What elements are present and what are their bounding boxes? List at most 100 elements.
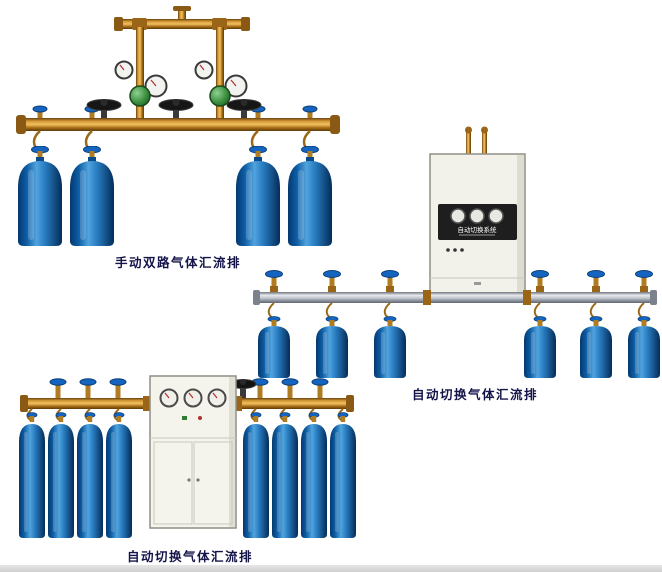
indicator-dot	[446, 248, 450, 252]
indicator-dot	[460, 248, 464, 252]
blue-valve-wheel-icon	[381, 270, 399, 278]
regulator-station-left	[114, 60, 168, 107]
valve-nut	[386, 286, 394, 292]
caption-auto-switch-side: 自动切换气体汇流排	[411, 387, 538, 402]
auto-switch-side-illustration: 自动切换系统	[253, 126, 660, 378]
manifold-stations	[49, 378, 329, 399]
blue-valve-wheel-icon	[587, 270, 605, 278]
station-valve	[531, 270, 549, 292]
blue-valve-wheel-icon	[281, 378, 299, 386]
caption-manual-dual: 手动双路气体汇流排	[114, 255, 241, 270]
handwheel-hub	[240, 99, 248, 106]
manifold-end-cap-right	[650, 290, 657, 305]
indicator-dot	[453, 248, 457, 252]
main-manifold-pipe	[20, 118, 336, 131]
valve-stem	[173, 106, 179, 119]
manifold-end-cap-right	[330, 115, 340, 134]
valve-stem	[257, 384, 263, 399]
pressure-gauge-icon	[469, 208, 485, 224]
red-indicator	[198, 416, 202, 420]
blue-valve-wheel-icon	[109, 378, 127, 386]
blue-valve-wheel-icon	[323, 270, 341, 278]
header-end-cap-right	[241, 17, 250, 31]
blue-valve-wheel-icon	[302, 105, 318, 113]
gas-cylinder	[627, 316, 660, 378]
product-auto-switch-side: 自动切换系统	[252, 126, 660, 403]
handwheel-hub	[100, 99, 108, 106]
valve-nut	[328, 286, 336, 292]
brass-coupler	[423, 290, 431, 305]
valve-stem	[240, 386, 246, 399]
regulator-station-right	[194, 60, 248, 107]
small-valve-icon	[481, 126, 488, 134]
cabinet-top-pipe	[482, 130, 487, 156]
valve-stem	[317, 384, 323, 399]
blue-valve-wheel-icon	[311, 378, 329, 386]
manifold-stations	[265, 270, 653, 292]
gas-cylinder	[579, 316, 613, 378]
gas-cylinder	[523, 316, 557, 378]
blue-valve-wheel-icon	[531, 270, 549, 278]
green-indicator	[182, 416, 187, 420]
product-auto-switch-cabinet: 自动切换气体汇流排	[8, 372, 358, 565]
manifold-end-cap-left	[253, 290, 260, 305]
manifold-end-cap-right	[346, 395, 354, 412]
gauge-needle	[150, 79, 157, 87]
gas-cylinder	[105, 412, 133, 538]
valve-stem	[287, 384, 293, 399]
valve-nut	[640, 286, 648, 292]
blue-valve-wheel-icon	[635, 270, 653, 278]
regulator-body	[129, 85, 151, 107]
gas-cylinder	[315, 316, 349, 378]
valve-stem	[593, 276, 599, 292]
brass-coupler	[143, 396, 150, 411]
control-cabinet: 自动切换系统	[429, 153, 526, 295]
gas-cylinder	[47, 412, 75, 538]
gauge-needle	[230, 79, 237, 87]
gas-cylinder	[76, 412, 104, 538]
blue-valve-wheel-icon	[265, 270, 283, 278]
blue-valve-wheel-icon	[49, 378, 67, 386]
cabinet-label: 自动切换系统	[458, 225, 498, 234]
door-handle	[196, 478, 200, 482]
cabinet-door-right	[193, 441, 233, 525]
cabinet-top-pipe	[466, 130, 471, 156]
manifold-end-cap-left	[16, 115, 26, 134]
header-end-cap-left	[114, 17, 123, 31]
valve-stem	[89, 110, 95, 119]
valve-stem	[37, 110, 43, 119]
door-handle	[187, 478, 191, 482]
valve-nut	[536, 286, 544, 292]
valve-nut	[270, 286, 278, 292]
control-cabinet	[149, 375, 237, 529]
cabinet-handle	[474, 282, 481, 285]
valve-stem	[307, 110, 313, 119]
cabinet-sublabel-line	[459, 234, 495, 236]
gas-cylinder	[17, 146, 63, 246]
black-handwheel-valves	[86, 99, 262, 119]
drop-pipe-right	[216, 27, 224, 122]
gas-cylinder	[271, 412, 299, 538]
manual-dual-manifold-illustration	[16, 6, 340, 246]
product-manual-dual-manifold: 手动双路气体汇流排	[8, 6, 348, 271]
valve-stem	[55, 384, 61, 399]
blue-valve-wheel-icon	[79, 378, 97, 386]
drop-pipe-left	[136, 27, 144, 122]
gas-cylinder	[373, 316, 407, 378]
gauge-needle	[199, 64, 205, 71]
gas-cylinder	[18, 412, 46, 538]
cabinet-side-shade	[517, 155, 524, 293]
valve-nut	[592, 286, 600, 292]
handwheel-hub	[240, 379, 246, 385]
regulator-body	[209, 85, 231, 107]
valve-stem	[641, 276, 647, 292]
station-valve	[381, 270, 399, 292]
valve-stem	[255, 110, 261, 119]
gauge-needle	[212, 392, 218, 399]
station-valve	[265, 270, 283, 292]
cabinet-door-left	[153, 441, 193, 525]
header-top-fitting	[173, 6, 191, 11]
valve-stem	[85, 384, 91, 399]
gauge-needle	[188, 392, 194, 399]
valve-stem	[115, 384, 121, 399]
